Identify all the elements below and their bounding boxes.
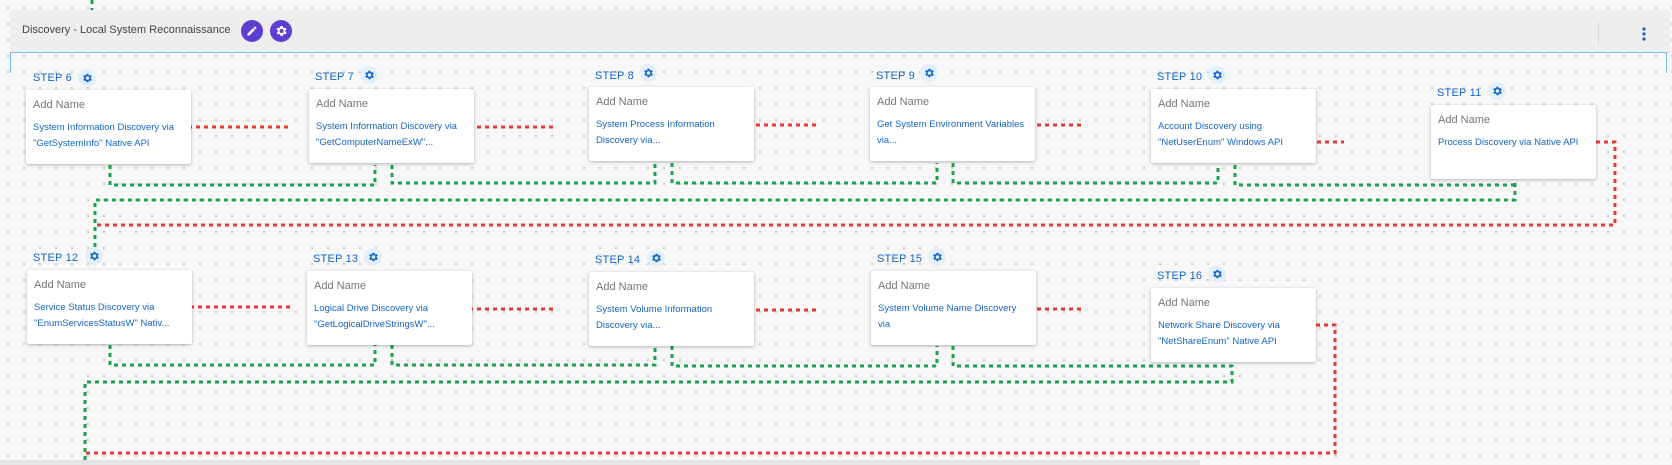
step-card[interactable]: Add Name Network Share Discovery via "Ne… [1151, 288, 1316, 362]
fail-wire [83, 323, 1337, 465]
step-card[interactable]: Add Name System Process Information Disc… [589, 87, 754, 161]
success-wire [670, 163, 939, 185]
step-card[interactable]: Add Name Get System Environment Variable… [870, 87, 1035, 161]
step-label: STEP 7 [315, 71, 354, 83]
more-menu-button[interactable] [1634, 22, 1654, 46]
step-settings-button[interactable] [1488, 82, 1506, 100]
header-divider [1598, 22, 1599, 46]
step-settings-button[interactable] [639, 64, 657, 82]
success-wire [670, 346, 939, 368]
workflow-settings-button[interactable] [270, 20, 292, 42]
step-settings-button[interactable] [85, 247, 103, 265]
gear-icon [365, 70, 374, 80]
pencil-icon [247, 26, 257, 36]
step-card[interactable]: Add Name System Volume Information Disco… [589, 272, 754, 346]
step-label: STEP 10 [1157, 71, 1203, 83]
gear-icon [933, 252, 942, 262]
step-card[interactable]: Add Name Process Discovery via Native AP… [1431, 105, 1596, 179]
step-name-field[interactable]: Add Name [314, 280, 366, 292]
step-settings-button[interactable] [920, 64, 938, 82]
success-wire [93, 165, 1517, 250]
step-description-link[interactable]: System Process Information Discovery via… [596, 119, 715, 146]
step-name-field[interactable]: Add Name [596, 96, 648, 108]
edit-button[interactable] [241, 20, 263, 42]
step-settings-button[interactable] [78, 69, 96, 87]
step-name-field[interactable]: Add Name [1438, 114, 1490, 126]
step-card[interactable]: Add Name System Information Discovery vi… [309, 89, 474, 163]
step-settings-button[interactable] [1208, 66, 1226, 84]
step-description-link[interactable]: Account Discovery using "NetUserEnum" Wi… [1158, 121, 1284, 148]
gear-icon [1493, 86, 1502, 96]
step-settings-button[interactable] [360, 66, 378, 84]
gear-cog-icon [276, 25, 287, 37]
success-wire [951, 163, 1220, 185]
step-card[interactable]: Add Name Logical Drive Discovery via "Ge… [307, 271, 472, 345]
step-label: STEP 8 [595, 70, 634, 82]
step-description-link[interactable]: Process Discovery via Native API [1438, 137, 1579, 148]
gear-icon [644, 68, 653, 78]
horizontal-scrollbar[interactable] [0, 460, 1200, 465]
step-label: STEP 6 [33, 72, 72, 84]
success-wire [390, 163, 657, 185]
step-name-field[interactable]: Add Name [34, 279, 86, 291]
step-label: STEP 16 [1157, 270, 1203, 282]
step-description-link[interactable]: Network Share Discovery via "NetShareEnu… [1158, 320, 1280, 347]
gear-icon [925, 68, 934, 78]
workflow-title: Discovery - Local System Reconnaissance [22, 24, 231, 36]
gear-icon [1213, 70, 1222, 80]
selection-outline [10, 52, 1667, 73]
more-vertical-icon [1642, 27, 1646, 41]
step-card[interactable]: Add Name Account Discovery using "NetUse… [1151, 89, 1316, 163]
step-card[interactable]: Add Name System Information Discovery vi… [26, 90, 191, 164]
step-description-link[interactable]: Get System Environment Variables via... [877, 119, 1025, 146]
step-name-field[interactable]: Add Name [878, 280, 930, 292]
step-label: STEP 13 [313, 253, 359, 265]
workflow-header: Discovery - Local System Reconnaissance [10, 10, 1670, 53]
step-description-link[interactable]: System Volume Name Discovery via "GetVol… [878, 303, 1017, 330]
step-settings-button[interactable] [928, 248, 946, 266]
step-label: STEP 11 [1437, 87, 1482, 99]
step-card[interactable]: Add Name System Volume Name Discovery vi… [871, 271, 1036, 345]
step-label: STEP 14 [595, 254, 641, 266]
success-wire [108, 345, 377, 367]
gear-icon [83, 73, 92, 83]
step-name-field[interactable]: Add Name [316, 98, 368, 110]
gear-icon [1213, 269, 1222, 279]
success-wire [390, 345, 657, 367]
step-description-link[interactable]: Logical Drive Discovery via "GetLogicalD… [314, 303, 435, 330]
step-card[interactable]: Add Name Service Status Discovery via "E… [27, 270, 192, 344]
step-label: STEP 9 [876, 70, 915, 82]
step-settings-button[interactable] [1208, 265, 1226, 283]
success-wire [108, 165, 377, 187]
step-label: STEP 12 [33, 252, 79, 264]
step-name-field[interactable]: Add Name [1158, 297, 1210, 309]
step-name-field[interactable]: Add Name [596, 281, 648, 293]
step-name-field[interactable]: Add Name [33, 99, 85, 111]
step-settings-button[interactable] [364, 248, 382, 266]
gear-icon [369, 252, 378, 262]
step-description-link[interactable]: System Information Discovery via "GetCom… [316, 121, 457, 148]
step-settings-button[interactable] [647, 249, 665, 267]
gear-icon [652, 253, 661, 263]
step-name-field[interactable]: Add Name [877, 96, 929, 108]
step-description-link[interactable]: System Volume Information Discovery via.… [596, 304, 713, 331]
step-description-link[interactable]: Service Status Discovery via "EnumServic… [34, 302, 170, 329]
success-wire [83, 346, 1234, 465]
gear-icon [90, 251, 99, 261]
step-description-link[interactable]: System Information Discovery via "GetSys… [33, 122, 174, 149]
step-label: STEP 15 [877, 253, 923, 265]
step-name-field[interactable]: Add Name [1158, 98, 1210, 110]
